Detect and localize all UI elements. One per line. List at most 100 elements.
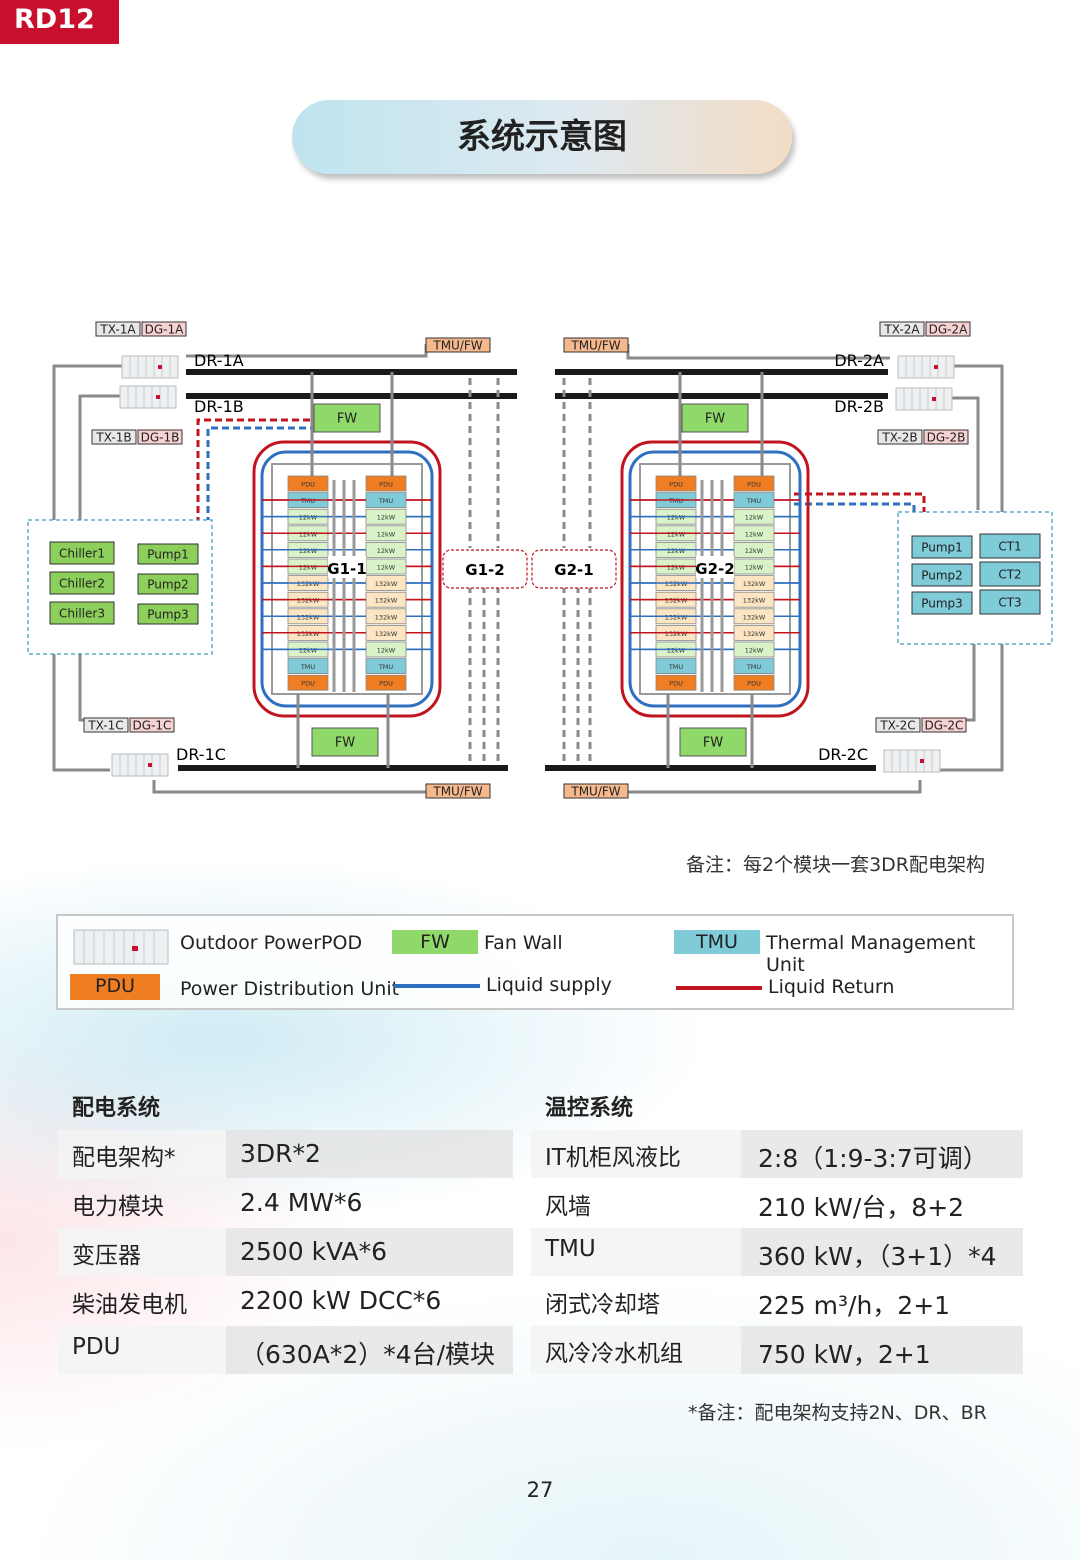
rack-label: 12kW [667, 530, 686, 538]
tmu-fw-label-box [563, 783, 629, 799]
rack-label: 12kW [377, 564, 396, 572]
rack-unit-pdu [365, 674, 407, 691]
chiller-box: Chiller1 [59, 546, 105, 560]
power-system-title: 配电系统 [72, 1096, 161, 1121]
diagram-note: 备注：每2个模块一套3DR配电架构 [686, 854, 986, 876]
cooling-tower-box: CT2 [998, 567, 1021, 581]
rack-label: 132kW [375, 613, 398, 621]
rack-label: TMU [378, 497, 394, 505]
wire-bottom-left [152, 780, 426, 794]
wire-left-b [78, 394, 124, 522]
tmu-fw-label: TMU/FW [570, 784, 620, 798]
rack-unit-pdu [733, 475, 775, 492]
wire-right-b2 [940, 644, 976, 722]
pod-logo [148, 763, 152, 767]
rack-label: 12kW [667, 564, 686, 572]
dg-label: DG-2A [929, 322, 969, 336]
rack-label: 132kW [665, 630, 688, 638]
rack-label: 132kW [743, 613, 766, 621]
rack-label: 132kW [665, 597, 688, 605]
rack-label: 12kW [299, 547, 318, 555]
power-spec-key: 变压器 [72, 1243, 141, 1269]
module-g1-2 [442, 549, 528, 589]
legend-fw-label: Fan Wall [484, 932, 563, 954]
chiller-box-box [49, 571, 115, 595]
tmu-fw-label: TMU/FW [432, 784, 482, 798]
pump-box-box [911, 591, 973, 615]
supply-loop [628, 450, 802, 708]
rack-label: 12kW [667, 547, 686, 555]
rack-unit-pdu [365, 475, 407, 492]
legend-tmu-box: TMU [674, 930, 760, 954]
thermal-spec-key: IT机柜风液比 [545, 1145, 681, 1171]
tmu-fw-label-box [425, 783, 491, 799]
rack-label: PDU [379, 481, 393, 489]
rack-label: 132kW [665, 580, 688, 588]
power-spec-value: 2500 kVA*6 [240, 1237, 388, 1266]
module-label-bg [328, 556, 366, 578]
legend-supply-line [394, 984, 480, 988]
return-loop [620, 440, 810, 718]
rack-label: 12kW [377, 647, 396, 655]
powerpod-2b [895, 387, 953, 411]
rack-label: 12kW [745, 547, 764, 555]
module-label: G1-2 [465, 561, 504, 579]
pod-logo [932, 397, 936, 401]
chiller-box: Chiller2 [59, 576, 105, 590]
rack-label: 12kW [667, 514, 686, 522]
rack-label: PDU [669, 680, 683, 688]
pod-logo [920, 759, 924, 763]
return-line-left [196, 418, 312, 524]
power-spec-key: PDU [72, 1334, 121, 1360]
rack-label: 132kW [297, 580, 320, 588]
tmu-fw-label: TMU/FW [570, 338, 620, 352]
fw-box-box [313, 403, 381, 433]
thermal-spec-key: 风墙 [545, 1194, 591, 1220]
supply-loop [260, 450, 434, 708]
cooling-tower-box-box [979, 589, 1041, 615]
pump-box-box [911, 535, 973, 559]
rack-label: 12kW [745, 514, 764, 522]
powerpod-1b [119, 385, 177, 409]
legend-supply-label: Liquid supply [486, 974, 612, 996]
thermal-spec-value: 225 m³/h，2+1 [758, 1291, 951, 1320]
rack-label: PDU [301, 680, 315, 688]
rack-label: PDU [379, 680, 393, 688]
rack-label: 12kW [745, 564, 764, 572]
tx-label-box [91, 429, 137, 445]
fw-box-box [679, 727, 747, 757]
tx-label: TX-1B [95, 430, 131, 444]
rack-label: 132kW [297, 597, 320, 605]
thermal-spec-value: 210 kW/台，8+2 [758, 1193, 965, 1222]
thermal-spec-value: 360 kW，（3+1）*4 [758, 1242, 997, 1271]
tx-label-box [879, 321, 925, 337]
rack-label: 132kW [743, 580, 766, 588]
module-label: G1-1 [327, 560, 366, 578]
rack-label: 12kW [299, 564, 318, 572]
pump-box: Pump3 [921, 596, 963, 610]
rack-label: 132kW [297, 613, 320, 621]
rack-label: TMU [300, 663, 316, 671]
power-spec-key: 配电架构* [72, 1145, 176, 1171]
supply-line-left [206, 426, 312, 524]
tx-label: TX-2A [883, 322, 920, 336]
bus-label: DR-1B [194, 397, 244, 416]
dg-label: DG-1C [133, 718, 172, 732]
wire-right-outer [952, 364, 1004, 512]
rack-label: 132kW [375, 580, 398, 588]
page-number: 27 [526, 1478, 554, 1502]
legend-return-label: Liquid Return [768, 976, 895, 998]
powerpod-2c [883, 749, 941, 773]
dg-label-box [129, 717, 175, 733]
rack-label: 132kW [743, 630, 766, 638]
rack-unit-tmu [655, 658, 697, 675]
cooling-tower-box: CT1 [998, 539, 1021, 553]
power-spec-row: PDU（630A*2）*4台/模块 [58, 1326, 513, 1374]
rack-label: 132kW [665, 613, 688, 621]
cooling-tower-box: CT3 [998, 595, 1021, 609]
legend-pod-label: Outdoor PowerPOD [180, 932, 363, 954]
